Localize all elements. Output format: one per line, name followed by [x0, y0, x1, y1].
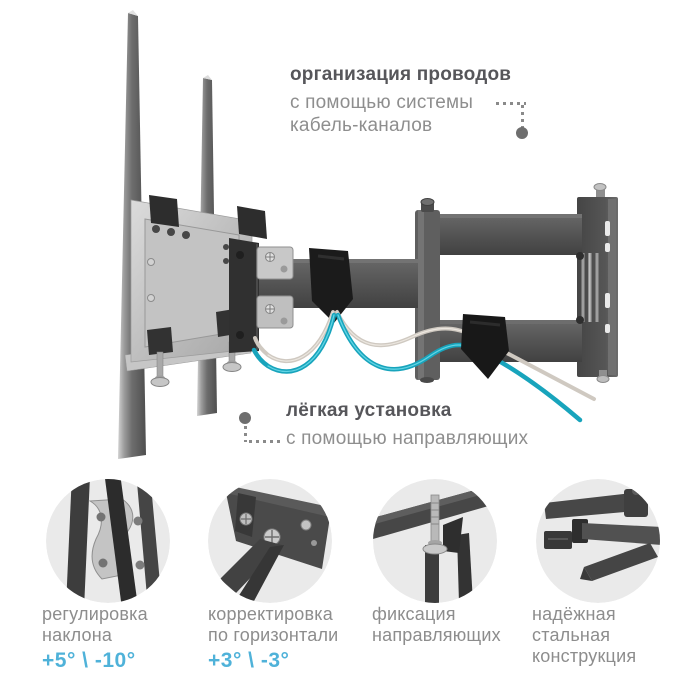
feature-steel-construction: надёжная стальная конструкция: [532, 604, 700, 670]
dotted-connector-vertical: [244, 426, 247, 442]
feature-value: +3° \ -3°: [208, 649, 290, 672]
callout-line: с помощью направляющих: [286, 428, 529, 449]
feature-label: надёжная: [532, 604, 616, 624]
feature-label: направляющих: [372, 625, 501, 645]
cable-strap: [461, 314, 509, 379]
guide-rods: [581, 253, 599, 322]
connector-dot: [239, 412, 251, 424]
callout-title: организация проводов: [290, 64, 512, 85]
cables: [251, 310, 596, 423]
feature-tilt: регулировка наклона +5° \ -10°: [42, 604, 212, 673]
cable-strap: [309, 248, 353, 323]
tv-wall-mount-product-photo: [118, 10, 618, 459]
wall-plate-assembly: [430, 183, 618, 383]
feature-photo-horizontal-adjust: [208, 479, 332, 603]
feature-label: стальная: [532, 625, 611, 645]
plate-bolt: [150, 351, 170, 387]
connector-dot: [516, 127, 528, 139]
feature-horizontal-adjust: корректировка по горизонтали +3° \ -3°: [208, 604, 378, 673]
plate-hook: [149, 195, 179, 227]
dotted-connector-vertical: [521, 105, 524, 128]
feature-photo-steel-construction: [536, 479, 660, 603]
tilt-bracket: [229, 238, 294, 353]
dotted-connector-horizontal: [496, 102, 526, 105]
plate-hook: [237, 206, 267, 239]
callout-easy-install: лёгкая установка с помощью направляющих: [286, 400, 528, 450]
callout-cable-management: организация проводов с помощью системы к…: [290, 64, 511, 137]
feature-label: по горизонтали: [208, 625, 339, 645]
feature-value: +5° \ -10°: [42, 649, 136, 672]
callout-line: кабель-каналов: [290, 115, 433, 136]
feature-label: конструкция: [532, 646, 637, 666]
feature-rail-fixation: фиксация направляющих: [372, 604, 542, 649]
feature-label: фиксация: [372, 604, 456, 624]
callout-title: лёгкая установка: [286, 400, 452, 421]
callout-line: с помощью системы: [290, 92, 474, 113]
elbow-pivot: [415, 198, 440, 383]
feature-label: регулировка: [42, 604, 148, 624]
feature-label: наклона: [42, 625, 113, 645]
vesa-plate: [124, 195, 267, 387]
feature-label: корректировка: [208, 604, 333, 624]
feature-photo-tilt: [46, 479, 170, 603]
dotted-connector-horizontal: [249, 440, 281, 443]
feature-photo-rail-fixation: [373, 479, 497, 603]
upper-arm: [430, 214, 582, 255]
